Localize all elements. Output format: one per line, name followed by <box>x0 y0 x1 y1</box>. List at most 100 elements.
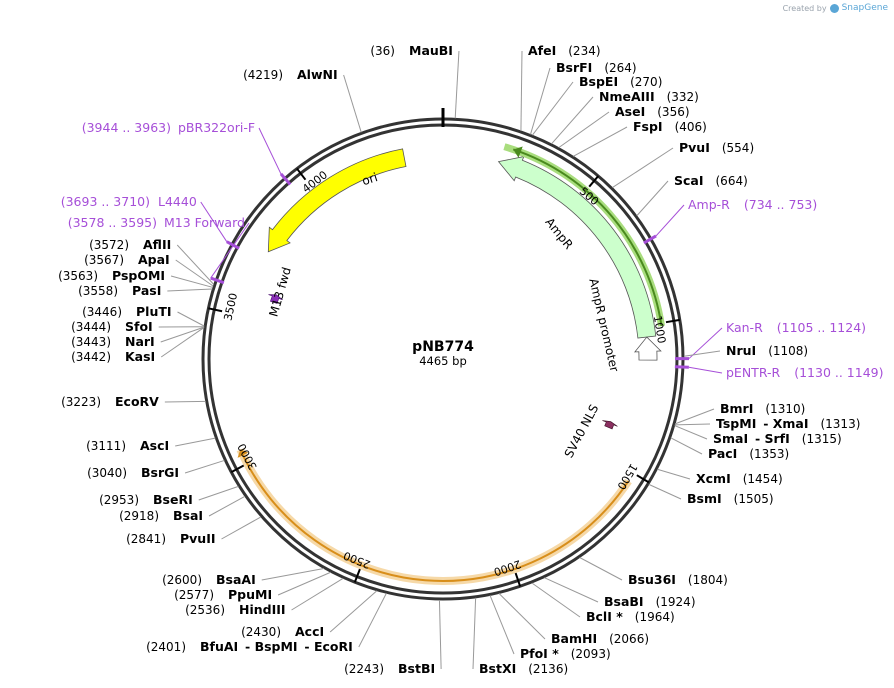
enzyme-name: PvuI <box>679 140 710 155</box>
tick-mark-500 <box>588 175 600 188</box>
enzyme-name: AfeI <box>528 43 556 58</box>
enzyme-position: (1310) <box>765 402 805 416</box>
primer-range: (3578 .. 3595) <box>68 215 157 230</box>
primer-range: (3693 .. 3710) <box>61 194 150 209</box>
enzyme-name: ApaI <box>138 252 170 267</box>
primer-leader-line <box>200 201 228 242</box>
primer-range: (734 .. 753) <box>744 197 817 212</box>
enzyme-name: FspI <box>633 119 663 134</box>
enzyme-position: (406) <box>675 120 707 134</box>
tick-mark-1000 <box>665 318 680 324</box>
enzyme-leader-line <box>520 50 523 131</box>
enzyme-position: (2243) <box>344 662 384 676</box>
feature-ori <box>267 148 407 253</box>
enzyme-position: (554) <box>722 141 754 155</box>
primer-layer <box>200 127 723 374</box>
enzyme-position: (2093) <box>571 647 611 661</box>
enzyme-position: (3223) <box>61 395 101 409</box>
enzyme-name: BsmI <box>687 491 722 506</box>
enzyme-name: BfuAI - BspMI - EcoRI <box>200 639 353 654</box>
primer-site-marker <box>279 172 292 186</box>
enzyme-name: NruI <box>726 343 756 358</box>
enzyme-leader-line <box>674 423 711 426</box>
enzyme-leader-line <box>343 74 362 133</box>
ampr-track-line <box>512 148 663 327</box>
primer-label-layer: Amp-R(734 .. 753)Kan-R(1105 .. 1124)pENT… <box>61 120 884 380</box>
enzyme-leader-line <box>164 400 206 403</box>
tick-mark-3500 <box>208 307 223 313</box>
enzyme-leader-line <box>544 577 599 603</box>
feature-label-ampr: AmpR <box>542 215 575 252</box>
enzyme-leader-line <box>170 275 214 288</box>
enzyme-leader-line <box>683 350 721 357</box>
tick-mark-2500 <box>353 568 361 583</box>
enzyme-position: (2600) <box>162 573 202 587</box>
enzyme-leader-line <box>184 459 225 474</box>
tick-mark-2000 <box>514 572 522 587</box>
enzyme-name: PasI <box>132 283 161 298</box>
enzyme-position: (1964) <box>635 610 675 624</box>
enzyme-leader-line <box>291 577 344 611</box>
tick-mark-4000 <box>296 167 307 181</box>
ampr-track-arrowhead <box>513 146 523 158</box>
enzyme-leader-line <box>167 288 213 292</box>
enzyme-leader-line <box>472 597 477 670</box>
primer-site-marker <box>643 234 657 245</box>
enzyme-name: BstXI <box>479 661 516 676</box>
enzyme-name: TspMI - XmaI <box>716 416 808 431</box>
enzyme-leader-line <box>175 259 214 287</box>
enzyme-position: (3572) <box>89 238 129 252</box>
enzyme-position: (3446) <box>82 305 122 319</box>
enzyme-position: (270) <box>630 75 662 89</box>
enzyme-position: (3040) <box>87 466 127 480</box>
enzyme-name: BsaI <box>173 508 203 523</box>
enzyme-leader-line <box>177 311 205 327</box>
enzyme-name: AscI <box>140 438 169 453</box>
enzyme-leader-line <box>329 590 378 633</box>
enzyme-name: PfoI * <box>520 646 559 661</box>
orf-track-arrowhead <box>237 449 249 458</box>
enzyme-position: (3444) <box>71 320 111 334</box>
enzyme-position: (664) <box>716 174 748 188</box>
enzyme-name: AflII <box>143 237 171 252</box>
enzyme-position: (1924) <box>656 595 696 609</box>
orf-track-line <box>239 449 630 583</box>
enzyme-name: MauBI <box>409 43 453 58</box>
enzyme-name: AseI <box>615 104 645 119</box>
enzyme-position: (3111) <box>86 439 126 453</box>
enzyme-name: SmaI - SrfI <box>713 431 790 446</box>
enzyme-leader-line <box>612 147 674 189</box>
enzyme-name: EcoRV <box>115 394 159 409</box>
enzyme-position: (1313) <box>820 417 860 431</box>
enzyme-position: (36) <box>370 44 395 58</box>
enzyme-leader-line <box>573 126 628 157</box>
primer-range: (1130 .. 1149) <box>794 365 883 380</box>
enzyme-leader-line <box>657 468 691 480</box>
enzyme-leader-layer <box>158 50 721 670</box>
enzyme-position: (1108) <box>768 344 808 358</box>
enzyme-position: (2066) <box>609 632 649 646</box>
primer-range: (3944 .. 3963) <box>82 120 171 135</box>
enzyme-name: ScaI <box>674 173 704 188</box>
enzyme-position: (332) <box>667 90 699 104</box>
enzyme-leader-line <box>277 571 331 596</box>
feature-layer <box>236 143 665 585</box>
enzyme-leader-line <box>160 326 205 343</box>
primer-leader-line <box>655 204 685 237</box>
enzyme-position: (1353) <box>749 447 789 461</box>
enzyme-position: (1505) <box>734 492 774 506</box>
enzyme-position: (2401) <box>146 640 186 654</box>
enzyme-name: BsaAI <box>216 572 256 587</box>
primer-label: M13 Forward <box>164 215 245 230</box>
enzyme-name: HindIII <box>239 602 286 617</box>
enzyme-leader-line <box>674 408 715 425</box>
primer-leader-line <box>688 366 723 374</box>
tick-label: 1000 <box>651 315 668 345</box>
feature-ampr <box>497 156 657 339</box>
enzyme-position: (264) <box>604 61 636 75</box>
feature-label-sv40-nls: SV40 NLS <box>562 402 602 460</box>
primer-range: (1105 .. 1124) <box>777 320 866 335</box>
enzyme-leader-line <box>175 437 216 447</box>
